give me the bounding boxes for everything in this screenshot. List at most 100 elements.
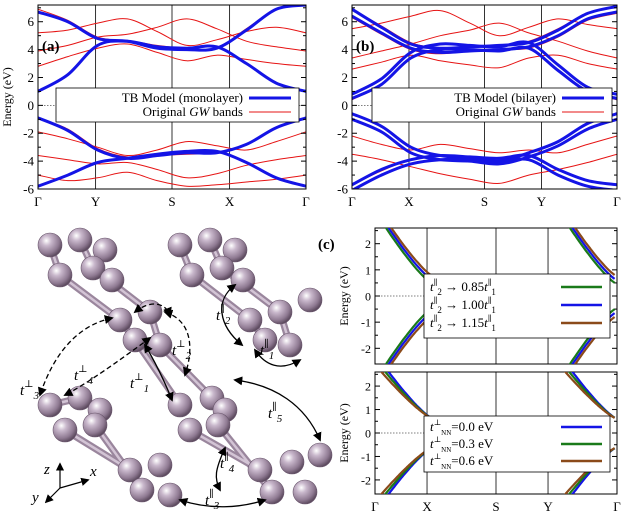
atom bbox=[147, 332, 173, 358]
hopping-arrow-perp bbox=[63, 336, 152, 396]
x-tick-label: Γ bbox=[371, 499, 379, 514]
panel-label-a: (a) bbox=[42, 39, 60, 55]
x-tick-label: X bbox=[422, 499, 432, 514]
gw-band bbox=[352, 135, 617, 154]
dispersion-curve bbox=[387, 372, 432, 419]
gw-band bbox=[38, 43, 306, 67]
dispersion-curve bbox=[564, 372, 616, 419]
gw-band bbox=[38, 155, 306, 179]
atom bbox=[47, 262, 73, 288]
atom bbox=[297, 287, 323, 313]
x-tick-label: X bbox=[404, 194, 414, 209]
atom bbox=[209, 255, 235, 281]
y-tick-label: 0 bbox=[342, 98, 349, 113]
hopping-arrow-par bbox=[212, 446, 227, 492]
gw-band bbox=[352, 54, 617, 70]
legend-entry-tb: TB Model (bilayer) bbox=[454, 90, 556, 105]
x-tick-label: Γ bbox=[348, 194, 356, 209]
x-tick-label: S bbox=[168, 194, 175, 209]
legend-entry-tb: TB Model (monolayer) bbox=[122, 90, 243, 105]
atom bbox=[179, 262, 205, 288]
dispersion-curve bbox=[571, 228, 616, 280]
y-axis-label: y bbox=[30, 490, 39, 506]
hopping-arrow-perp bbox=[133, 303, 172, 317]
gw-band bbox=[352, 22, 617, 59]
legend-entry: t⊥NN=0.6 eV bbox=[430, 452, 494, 471]
hopping-label: t∥3 bbox=[205, 488, 220, 512]
atom bbox=[67, 227, 93, 253]
atom bbox=[247, 457, 273, 483]
tb-band bbox=[38, 148, 306, 188]
y-tick-label: 0 bbox=[365, 427, 371, 441]
x-tick-label: Γ bbox=[34, 194, 42, 209]
y-tick-label: -2 bbox=[361, 473, 371, 487]
y-tick-label: -1 bbox=[361, 316, 371, 330]
hopping-label: t∥1 bbox=[260, 338, 274, 362]
y-tick-label: -2 bbox=[361, 342, 371, 356]
dispersion-curve bbox=[387, 312, 432, 364]
dispersion-curve bbox=[384, 308, 432, 364]
atom bbox=[37, 232, 63, 258]
tb-band bbox=[352, 153, 617, 187]
hopping-label: t⊥4 bbox=[74, 364, 94, 387]
atom bbox=[292, 479, 318, 505]
y-axis-label: Energy (eV) bbox=[337, 403, 351, 462]
y-tick-label: -1 bbox=[361, 450, 371, 464]
legend-box bbox=[55, 87, 300, 123]
y-tick-label: -2 bbox=[337, 126, 348, 141]
atom bbox=[167, 392, 193, 418]
atom bbox=[99, 267, 125, 293]
atom bbox=[307, 442, 333, 468]
atom bbox=[117, 457, 143, 483]
tb-band bbox=[352, 40, 617, 96]
x-tick-label: Y bbox=[543, 499, 553, 514]
y-tick-label: 2 bbox=[28, 70, 35, 85]
hopping-label: t∥5 bbox=[268, 401, 283, 425]
y-tick-label: 0 bbox=[365, 290, 371, 304]
atom bbox=[129, 477, 155, 503]
gw-band bbox=[38, 18, 306, 47]
atom bbox=[107, 307, 133, 333]
bond-highlight bbox=[58, 273, 122, 322]
y-tick-label: 4 bbox=[342, 42, 349, 57]
x-tick-label: S bbox=[492, 499, 499, 514]
hopping-arrow-par bbox=[221, 283, 244, 347]
atom bbox=[279, 449, 305, 475]
y-tick-label: -4 bbox=[23, 154, 34, 169]
atom bbox=[52, 417, 78, 443]
hopping-arrow-perp bbox=[163, 309, 192, 377]
x-tick-label: Y bbox=[91, 194, 101, 209]
panel-label-b: (b) bbox=[356, 39, 374, 55]
atom bbox=[205, 412, 231, 438]
legend-entry-gw: Original GW bands bbox=[456, 104, 556, 119]
y-axis-label: Energy (eV) bbox=[0, 67, 14, 126]
tb-band bbox=[352, 117, 617, 166]
legend-entry-gw: Original GW bands bbox=[143, 104, 243, 119]
atom bbox=[80, 255, 106, 281]
y-tick-label: -2 bbox=[23, 126, 34, 141]
y-tick-label: 2 bbox=[342, 70, 349, 85]
hopping-label: t⊥1 bbox=[130, 372, 149, 395]
dispersion-curve bbox=[390, 228, 432, 276]
tb-band bbox=[352, 157, 617, 189]
dispersion-curve bbox=[380, 372, 432, 419]
y-tick-label: 1 bbox=[365, 263, 371, 277]
y-axis-label: Energy (eV) bbox=[337, 266, 351, 325]
y-tick-label: 6 bbox=[28, 14, 35, 29]
legend-entry: t∥2 → 1.00t∥1 bbox=[430, 296, 496, 315]
y-tick-label: 2 bbox=[365, 237, 371, 251]
y-tick-label: 2 bbox=[365, 380, 371, 394]
dispersion-curve bbox=[380, 447, 432, 494]
x-axis-label: x bbox=[89, 464, 97, 480]
x-tick-label: S bbox=[481, 194, 488, 209]
bands bbox=[38, 5, 306, 188]
tb-band bbox=[38, 5, 306, 52]
gw-band bbox=[38, 131, 306, 157]
atom bbox=[277, 332, 303, 358]
gw-band bbox=[38, 18, 306, 52]
hopping-arrow-par bbox=[144, 343, 174, 402]
